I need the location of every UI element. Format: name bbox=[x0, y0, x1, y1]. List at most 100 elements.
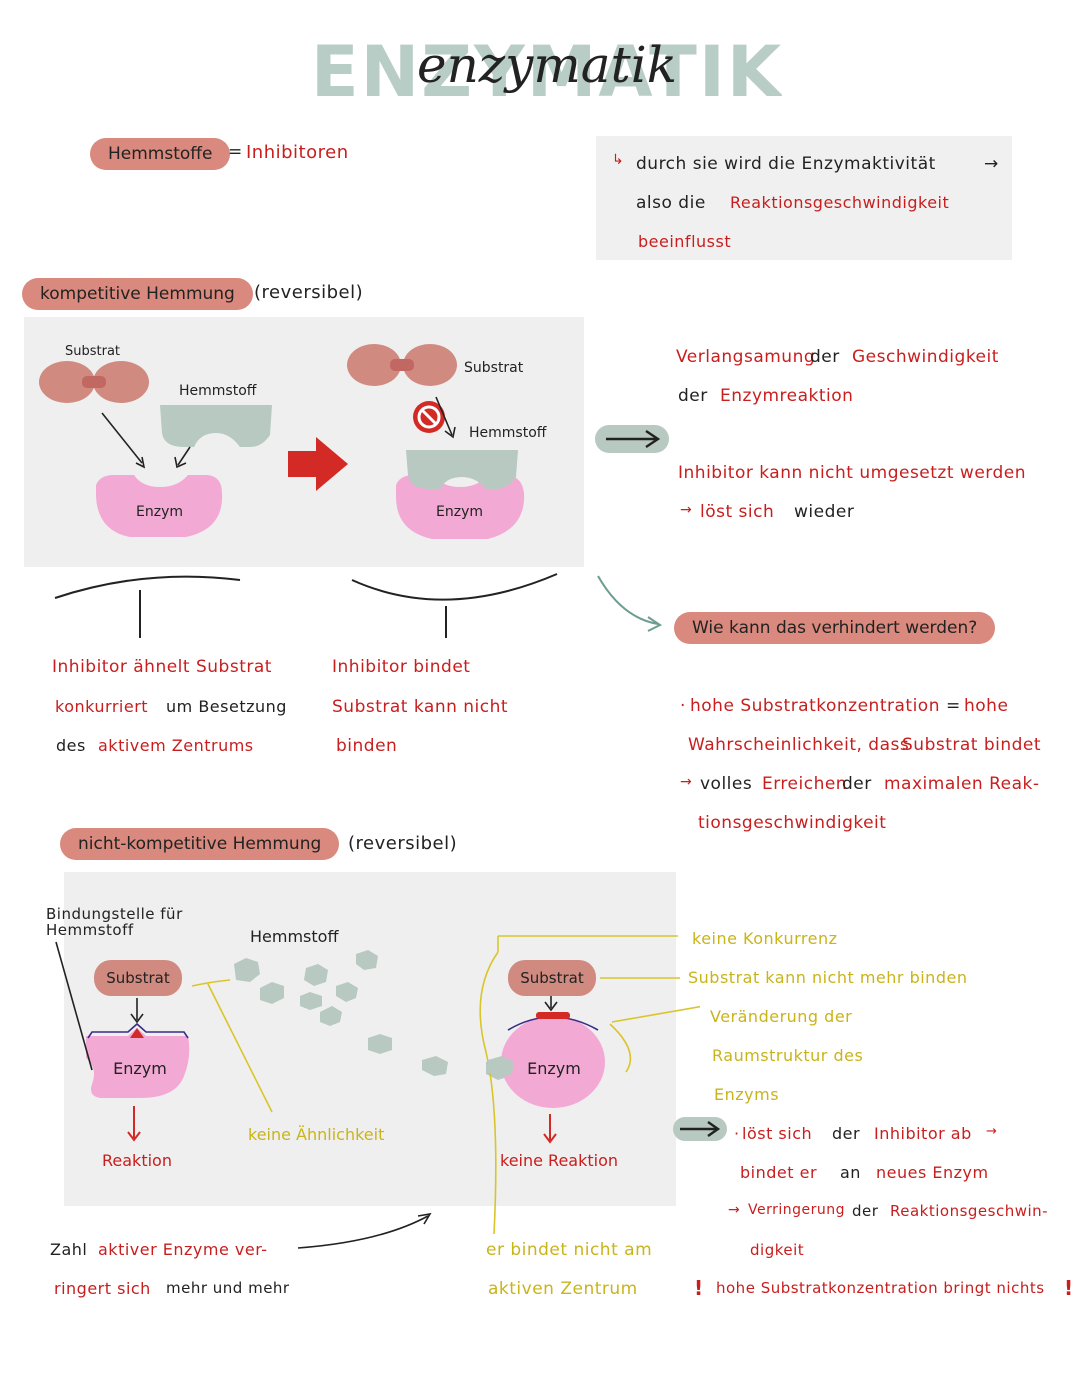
substrate-pill-right bbox=[508, 960, 596, 996]
komp-right-l1b: der bbox=[810, 347, 840, 367]
nk-r-excl-left: ! bbox=[694, 1276, 704, 1300]
inhibitor-shape bbox=[160, 405, 272, 447]
answer-arrow-icon: → bbox=[680, 774, 693, 790]
note-line3: beeinflusst bbox=[638, 232, 732, 251]
substrate-shape-right bbox=[347, 344, 457, 386]
nk-r-l4: Raumstruktur des bbox=[712, 1046, 864, 1065]
label-substrat-nk-right: Substrat bbox=[520, 969, 584, 987]
nk-r-arrow-icon: → bbox=[986, 1124, 998, 1139]
label-inhibitoren: Inhibitoren bbox=[246, 142, 349, 163]
nk-r-dot: · bbox=[734, 1124, 740, 1143]
answer-l3d: maximalen Reak- bbox=[884, 774, 1040, 794]
komp-mid-l1: Inhibitor bindet bbox=[332, 657, 471, 677]
answer-l3b: Erreichen bbox=[762, 774, 848, 794]
big-red-arrow-icon bbox=[288, 437, 348, 491]
nk-r-arrow2-icon: → bbox=[728, 1202, 741, 1218]
answer-l1c: hohe bbox=[964, 696, 1009, 716]
note-line2a: also die bbox=[636, 193, 706, 213]
label-substrat: Substrat bbox=[65, 344, 120, 359]
answer-l3a: volles bbox=[700, 774, 753, 794]
arrow-substrate-line bbox=[101, 412, 143, 464]
small-arrow-icon: → bbox=[680, 502, 693, 518]
active-site-marker bbox=[130, 1028, 144, 1038]
answer-l1a: hohe Substratkonzentration bbox=[690, 696, 940, 716]
komp-right-l4b: wieder bbox=[794, 502, 855, 522]
inhibitor-bound-nk bbox=[488, 1056, 514, 1078]
nk-r-l1: keine Konkurrenz bbox=[692, 929, 838, 948]
label-hemmstoff-nk: Hemmstoff bbox=[250, 927, 339, 946]
nk-r-l7a: bindet er bbox=[740, 1163, 818, 1182]
label-substrat-nk-left: Substrat bbox=[106, 969, 170, 987]
answer-l2a: Wahrscheinlichkeit, dass bbox=[688, 735, 910, 755]
nk-r-l10: hohe Substratkonzentration bringt nichts bbox=[716, 1279, 1045, 1297]
nk-r-l6c: Inhibitor ab bbox=[874, 1124, 972, 1143]
nk-r-l2: Substrat kann nicht mehr binden bbox=[688, 968, 968, 987]
label-hemmstoff: Hemmstoff bbox=[179, 383, 257, 399]
nk-bm-l2: aktiven Zentrum bbox=[488, 1279, 638, 1299]
label-reversibel-2: (reversibel) bbox=[348, 833, 458, 854]
nk-r-l7b: an bbox=[840, 1163, 861, 1182]
page-title: ENZYMATIK enzymatik bbox=[311, 30, 782, 113]
nk-r-l6b: der bbox=[832, 1124, 861, 1143]
pill-nichtkompetitiv: nicht-kompetitive Hemmung bbox=[60, 828, 340, 860]
label-reversibel-1: (reversibel) bbox=[254, 282, 364, 303]
label-bindungsstelle: Bindungstelle für Hemmstoff bbox=[46, 905, 183, 939]
substrate-shape bbox=[39, 361, 149, 403]
nk-bm-l1: er bindet nicht am bbox=[486, 1240, 653, 1260]
label-keine-reaktion: keine Reaktion bbox=[500, 1151, 618, 1170]
pill-question: Wie kann das verhindert werden? bbox=[674, 612, 996, 644]
enzyme-shape-nk-right bbox=[501, 1016, 605, 1108]
nk-r-l9: digkeit bbox=[750, 1241, 805, 1259]
label-keine-aehnlichkeit: keine Ähnlichkeit bbox=[248, 1125, 384, 1144]
nk-bl-l1a: Zahl bbox=[50, 1240, 88, 1259]
komp-mid-l3: binden bbox=[336, 736, 398, 756]
nk-r-l8a: Verringerung bbox=[748, 1202, 846, 1218]
label-enzym-nk-left: Enzym bbox=[113, 1059, 167, 1078]
nk-r-l8c: Reaktionsgeschwin- bbox=[890, 1202, 1049, 1220]
komp-right-l1c: Geschwindigkeit bbox=[852, 347, 999, 367]
komp-right-l4a: löst sich bbox=[700, 502, 775, 522]
diagram-nichtkompetitiv: Substrat Enzym Reaktion Hemmstoff Substr… bbox=[55, 927, 700, 1249]
nk-bl-l2b: mehr und mehr bbox=[166, 1279, 290, 1297]
komp-right-l2a: der bbox=[678, 386, 708, 406]
pill-kompetitiv: kompetitive Hemmung bbox=[22, 278, 253, 310]
nk-r-l7c: neues Enzym bbox=[876, 1163, 989, 1182]
note-arrow-right-icon: → bbox=[984, 154, 999, 174]
komp-left-l2b: um Besetzung bbox=[166, 697, 287, 716]
answer-l3c: der bbox=[842, 774, 872, 794]
nk-r-l3: Veränderung der bbox=[710, 1007, 853, 1026]
note-line1: durch sie wird die Enzymaktivität bbox=[636, 154, 936, 174]
substrate-pill-left bbox=[94, 960, 182, 996]
komp-right-l2b: Enzymreaktion bbox=[720, 386, 854, 406]
label-enzym-right: Enzym bbox=[436, 504, 483, 520]
komp-left-l3a: des bbox=[56, 736, 86, 755]
note-line2b: Reaktionsgeschwindigkeit bbox=[730, 193, 950, 212]
nk-r-excl-right: ! bbox=[1064, 1276, 1074, 1300]
title-block-letters: ENZYMATIK bbox=[312, 31, 782, 110]
note-arrow-icon: ↳ bbox=[612, 152, 625, 168]
title-script: enzymatik bbox=[417, 36, 677, 94]
komp-mid-l2: Substrat kann nicht bbox=[332, 697, 509, 717]
label-reaktion: Reaktion bbox=[102, 1151, 172, 1170]
connector-curve bbox=[597, 575, 659, 625]
label-enzym-nk-right: Enzym bbox=[527, 1059, 581, 1078]
grey-arrow-icon bbox=[595, 425, 669, 453]
enzyme-shape bbox=[96, 475, 223, 537]
answer-l1b: = bbox=[946, 696, 961, 716]
answer-l2b: Substrat bindet bbox=[902, 735, 1042, 755]
enzyme-shape-right bbox=[396, 475, 525, 539]
enzyme-shape-nk-left bbox=[86, 1028, 190, 1098]
inhibitor-bound-shape bbox=[406, 450, 518, 489]
answer-dot: · bbox=[680, 696, 686, 716]
grey-arrow-icon-2 bbox=[673, 1117, 727, 1141]
nk-bl-l2a: ringert sich bbox=[54, 1279, 151, 1298]
komp-right-l1a: Verlangsamung bbox=[676, 347, 816, 367]
nk-r-l8b: der bbox=[852, 1202, 879, 1220]
diagram-kompetitiv: Substrat Hemmstoff Enzym Substrat Hemmst… bbox=[39, 344, 547, 539]
komp-left-l1: Inhibitor ähnelt Substrat bbox=[52, 657, 272, 677]
active-site-marker-right bbox=[536, 1012, 570, 1019]
note-box bbox=[596, 136, 1012, 260]
blocked-icon bbox=[413, 401, 445, 433]
answer-l4: tionsgeschwindigkeit bbox=[698, 813, 887, 833]
komp-left-l2a: konkurriert bbox=[55, 697, 149, 716]
